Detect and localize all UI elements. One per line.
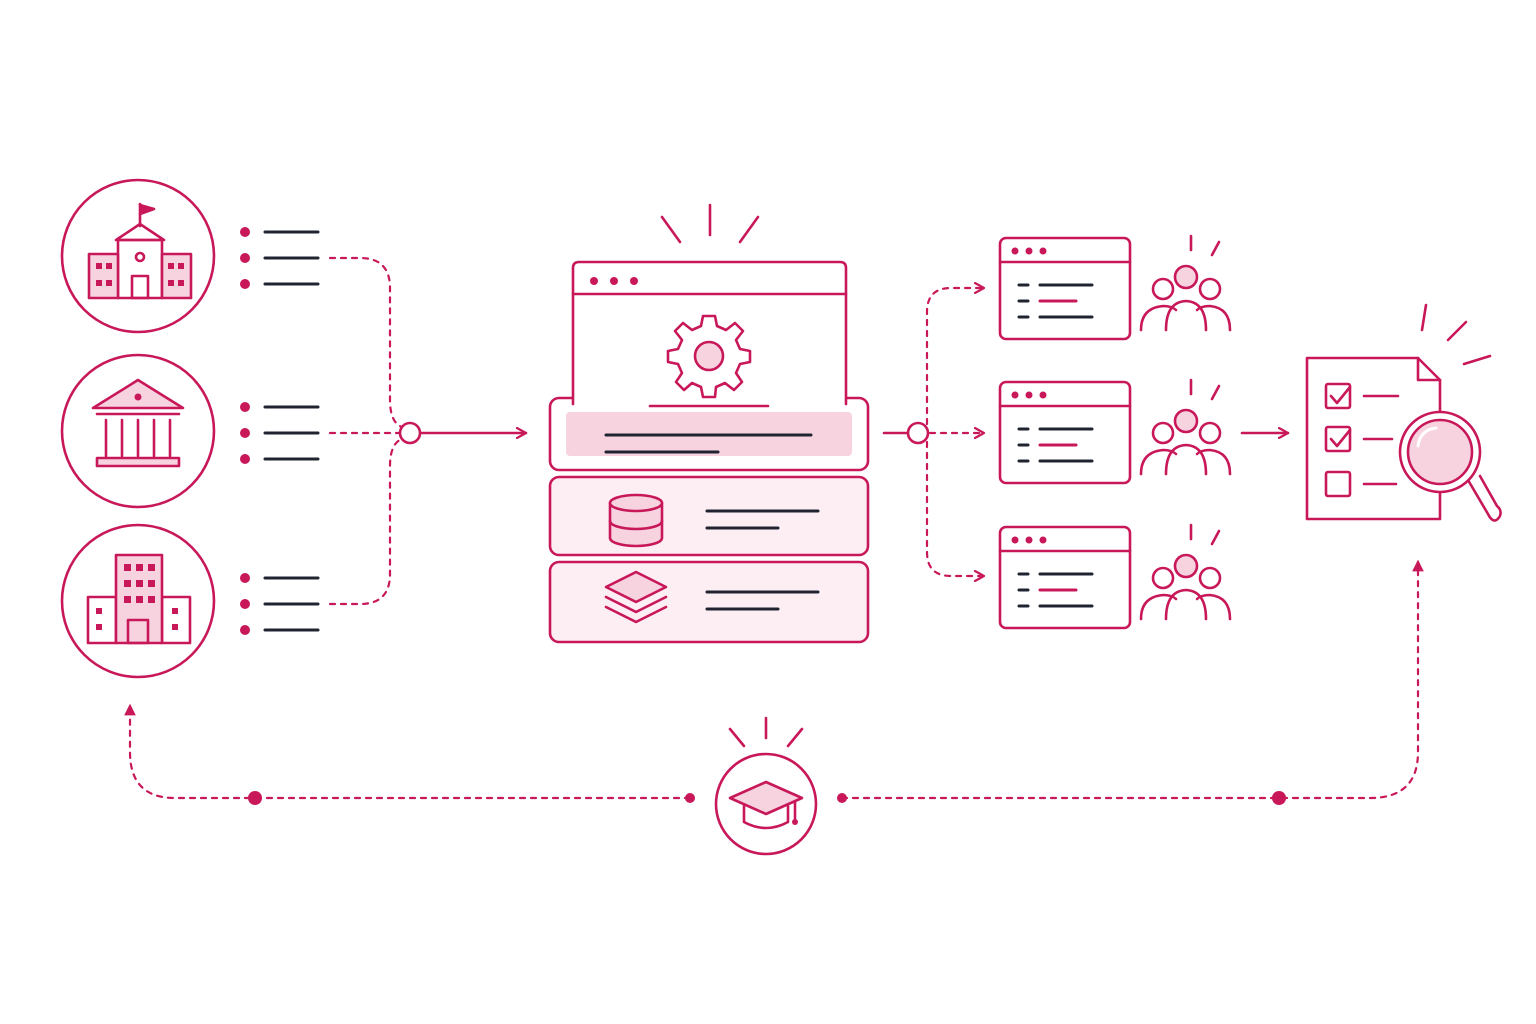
feedback-node [248, 791, 262, 805]
feedback-loop [124, 559, 1424, 856]
feedback-node [837, 793, 847, 803]
gear-icon [666, 314, 752, 399]
output-2 [998, 378, 1232, 485]
output-3 [998, 523, 1232, 630]
bank-icon [91, 378, 185, 468]
output-1 [998, 234, 1232, 341]
source-list-3 [240, 573, 320, 635]
platform-layer-layers [548, 560, 870, 644]
central-platform [548, 203, 870, 644]
source-bank [60, 353, 216, 509]
highlight-burst [660, 203, 760, 244]
graduation-cap-icon [728, 780, 804, 830]
browser-window-icon [998, 380, 1132, 485]
browser-window-icon [998, 236, 1132, 341]
feedback-burst [728, 716, 804, 748]
platform-window [571, 260, 848, 408]
layers-icon [604, 570, 668, 624]
merge-connectors [328, 256, 407, 606]
platform-layer-main [548, 396, 870, 472]
feedback-arrow-right [840, 559, 1424, 800]
user-group-icon [1139, 234, 1232, 332]
distribution-node [906, 421, 930, 445]
review-burst [1420, 303, 1492, 366]
review-checklist [1305, 303, 1502, 523]
checklist-magnifier-icon [1305, 356, 1502, 523]
feedback-node [1272, 791, 1286, 805]
user-group-icon [1139, 523, 1232, 621]
database-icon [608, 493, 664, 548]
merge-node [398, 421, 422, 445]
source-list-2 [240, 402, 320, 464]
user-group-icon [1139, 378, 1232, 476]
school-icon [87, 202, 193, 300]
platform-layer-database [548, 475, 870, 557]
feedback-node [685, 793, 695, 803]
source-list-1 [240, 227, 320, 289]
distribution-connectors [925, 288, 986, 576]
browser-window-icon [998, 525, 1132, 630]
source-office [60, 523, 216, 679]
feedback-arrow-left [124, 703, 692, 800]
office-building-icon [86, 553, 192, 645]
source-school [60, 178, 216, 334]
